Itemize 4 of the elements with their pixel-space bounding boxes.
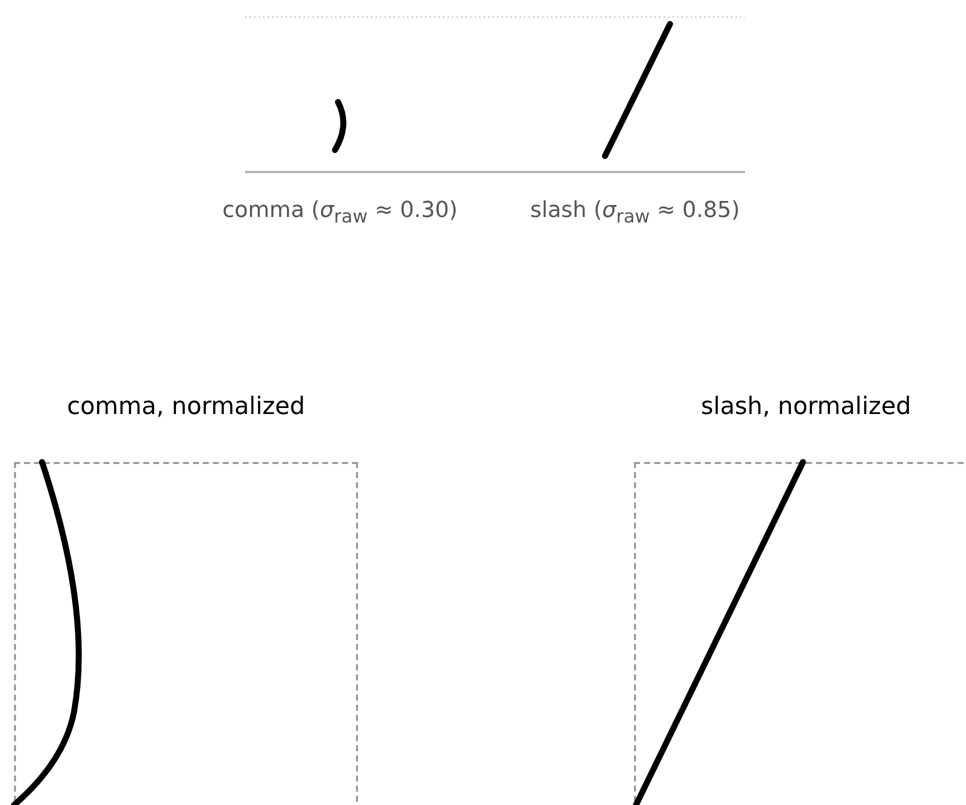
stroke-caption: slash (σ$_{raw}$ ≈ 0.85): [530, 198, 740, 228]
panel-title: slash, normalized: [700, 392, 912, 420]
stroke-caption: comma (σ$_{raw}$ ≈ 0.30): [222, 198, 458, 228]
panel-title: comma, normalized: [67, 392, 305, 420]
